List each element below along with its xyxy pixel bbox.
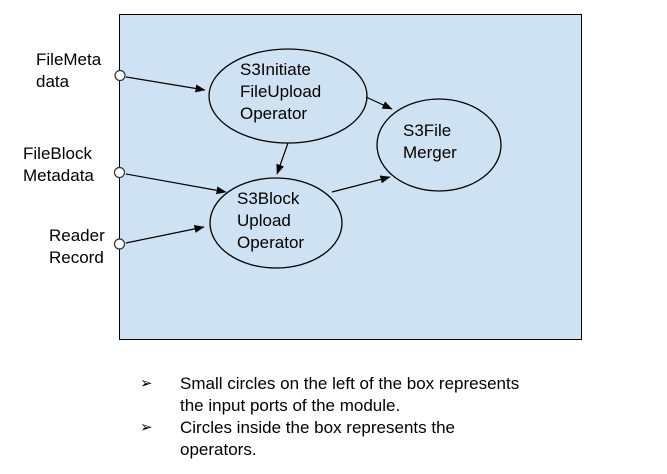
arrow-s3block-to-merger <box>331 175 391 193</box>
input-port-fileblock <box>113 166 126 179</box>
legend-bullet-operators: ➢ Circles inside the box represents the … <box>140 417 519 461</box>
module-box <box>119 14 582 340</box>
ellipse-s3file-merger <box>376 98 502 192</box>
label-line: data <box>36 72 70 91</box>
node-label-line: S3Initiate <box>240 60 311 79</box>
legend-line: Small circles on the left of the box rep… <box>180 374 520 393</box>
node-label-line: Merger <box>403 143 457 162</box>
arrow-s3initiate-to-merger <box>365 96 393 110</box>
legend: ➢ Small circles on the left of the box r… <box>140 373 519 461</box>
label-line: Reader <box>49 226 105 245</box>
arrow-fileblock-to-s3block <box>125 173 227 195</box>
label-line: FileBlock <box>23 144 92 163</box>
node-label-line: S3File <box>403 121 452 140</box>
node-label-s3block: S3Block Upload Operator <box>237 188 304 254</box>
arrow-reader-to-s3block <box>125 224 205 244</box>
bullet-arrow-icon: ➢ <box>140 419 153 436</box>
node-label-line: Operator <box>237 233 305 252</box>
legend-line: Circles inside the box represents the <box>180 418 455 437</box>
label-line: FileMeta <box>36 50 102 69</box>
label-fileblock-metadata: FileBlock Metadata <box>23 143 94 187</box>
node-label-line: FileUpload <box>240 82 322 101</box>
arrow-s3initiate-to-s3block <box>276 142 289 175</box>
bullet-arrow-icon: ➢ <box>140 375 153 392</box>
label-line: Record <box>49 248 104 267</box>
input-port-filemeta <box>114 69 126 82</box>
node-label-s3file-merger: S3File Merger <box>403 120 457 164</box>
legend-bullet-text: Small circles on the left of the box rep… <box>180 373 519 417</box>
node-label-line: S3Block <box>237 189 300 208</box>
node-label-s3initiate: S3Initiate FileUpload Operator <box>240 59 321 125</box>
legend-line: the input ports of the module. <box>180 396 401 415</box>
legend-line: operators. <box>180 440 257 459</box>
node-label-line: Upload <box>237 211 291 230</box>
label-filemeta-data: FileMeta data <box>36 49 101 93</box>
arrow-filemeta-to-s3initiate <box>125 76 206 93</box>
node-label-line: Operator <box>240 104 308 123</box>
ellipse-s3block-upload-operator <box>209 177 343 269</box>
label-reader-record: Reader Record <box>49 225 105 269</box>
legend-bullet-text: Circles inside the box represents the op… <box>180 417 455 461</box>
legend-bullet-input-ports: ➢ Small circles on the left of the box r… <box>140 373 519 417</box>
label-line: Metadata <box>23 166 94 185</box>
input-port-reader <box>113 238 126 250</box>
